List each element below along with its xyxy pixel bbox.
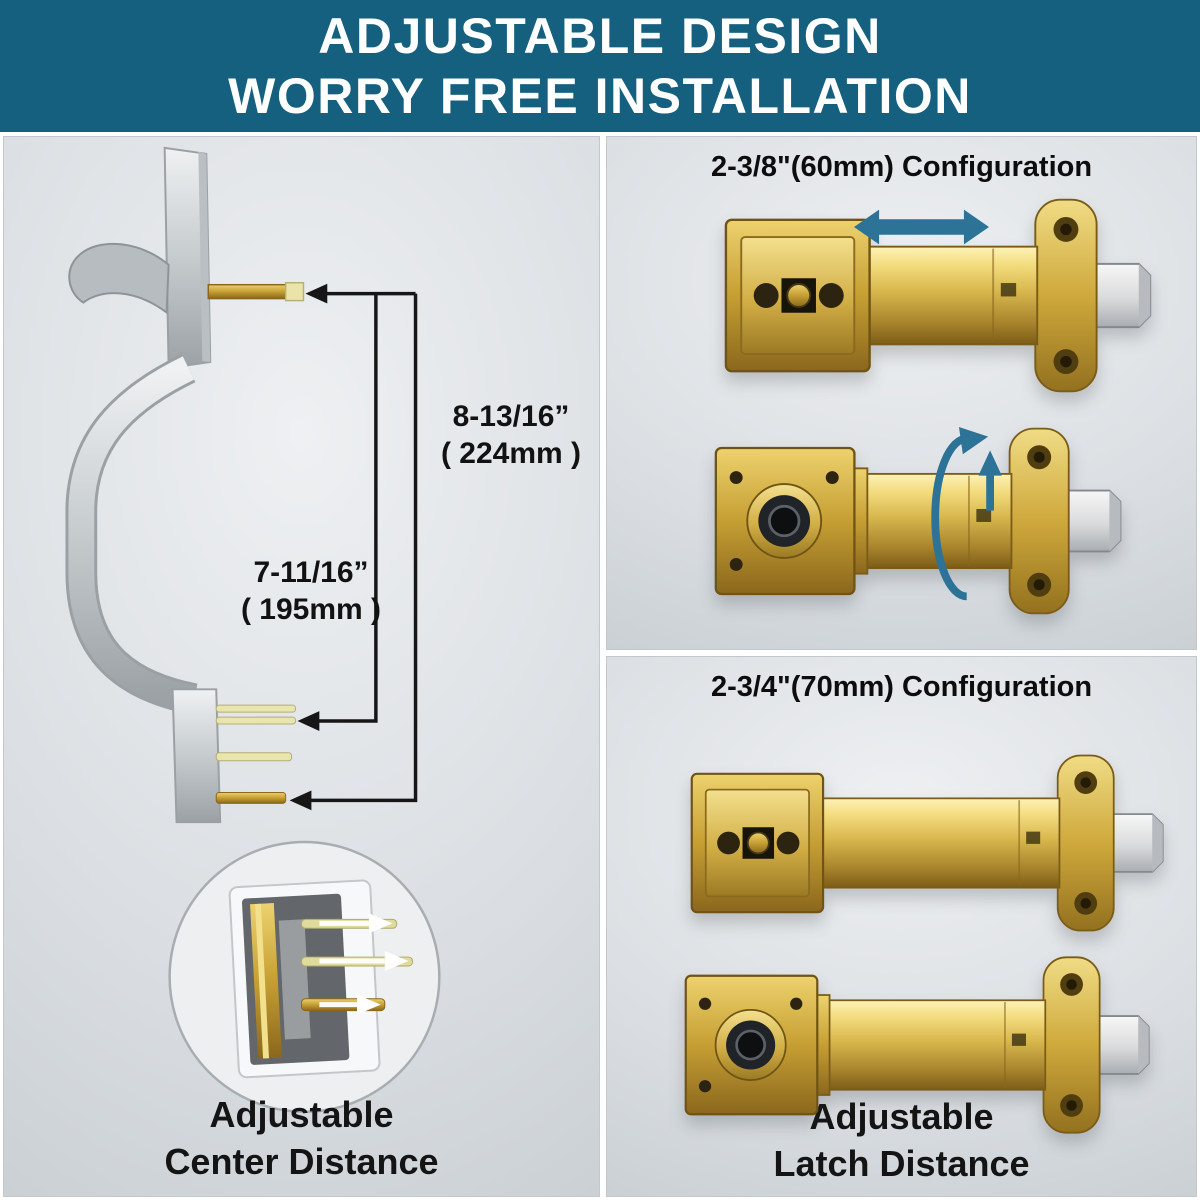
slide-arrow-icon xyxy=(854,203,989,251)
header-title-line1: ADJUSTABLE DESIGN xyxy=(318,8,882,64)
lever-handle xyxy=(68,242,170,315)
latch-bolt-60mm-front xyxy=(724,193,1156,398)
config-60mm-title: 2-3/8"(60mm) Configuration xyxy=(710,151,1093,183)
latch-bolt-70mm-front xyxy=(690,743,1168,943)
header-banner: ADJUSTABLE DESIGN WORRY FREE INSTALLATIO… xyxy=(0,0,1200,132)
config-70mm-title: 2-3/4"(70mm) Configuration xyxy=(710,671,1093,703)
caption-center-distance: Adjustable Center Distance xyxy=(4,1091,599,1186)
header-title-line2: WORRY FREE INSTALLATION xyxy=(228,68,972,124)
center-distance-panel: 8-13/16” ( 224mm ) 7-11/16” ( 195mm ) Ad… xyxy=(3,136,600,1197)
latch-mechanism-inset xyxy=(168,840,441,1113)
measurement-224mm-metric: ( 224mm ) xyxy=(440,436,582,470)
config-70mm-panel: 2-3/4"(70mm) Configuration Adjustable La… xyxy=(606,656,1197,1197)
measurement-195mm-metric: ( 195mm ) xyxy=(240,592,382,626)
caption-latch-distance-line1: Adjustable xyxy=(809,1095,994,1137)
config-60mm-panel: 2-3/8"(60mm) Configuration xyxy=(606,136,1197,650)
measurement-bracket xyxy=(305,291,418,803)
door-handle-diagram xyxy=(4,137,599,1196)
caption-latch-distance: Adjustable Latch Distance xyxy=(607,1093,1196,1188)
caption-center-distance-line2: Center Distance xyxy=(164,1141,439,1183)
latch-bolt-60mm-back xyxy=(714,421,1126,621)
measurement-224mm: 8-13/16” ( 224mm ) xyxy=(426,399,596,472)
rotate-arrow-icon xyxy=(907,425,1007,610)
latch-bolt-70mm-back xyxy=(684,947,1154,1143)
caption-center-distance-line1: Adjustable xyxy=(209,1093,394,1135)
door-handle-illustration xyxy=(65,146,441,1113)
measurement-195mm: 7-11/16” ( 195mm ) xyxy=(226,555,396,628)
measurement-224mm-inches: 8-13/16” xyxy=(452,400,570,433)
measurement-195mm-inches: 7-11/16” xyxy=(253,556,369,589)
caption-latch-distance-line2: Latch Distance xyxy=(773,1143,1030,1185)
